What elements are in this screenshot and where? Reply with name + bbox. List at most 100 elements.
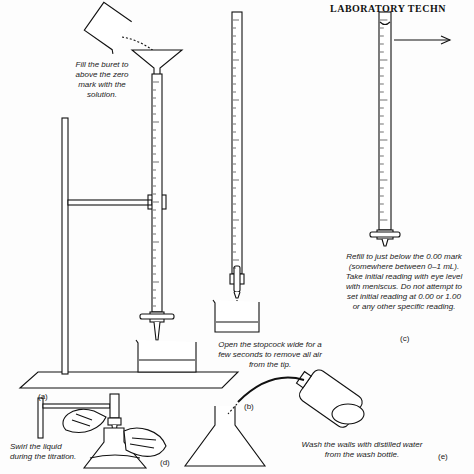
graduation-tick [380,20,387,21]
graduation-tick [153,82,159,83]
right-hand [124,428,166,456]
graduation-tick [380,156,384,157]
stopcock-handle [140,314,174,319]
stopcock-handle [370,232,400,237]
step-note: Open the stopcock wide for a few seconds… [215,340,325,370]
erlenmeyer-flask [185,406,265,466]
graduation-tick [153,266,156,267]
meniscus [380,22,390,25]
graduation-tick [233,108,236,109]
beaker [136,340,196,372]
step-letter: (e) [438,452,448,462]
graduation-tick [380,92,384,93]
step-letter: (a) [38,392,48,402]
graduation-tick [233,156,236,157]
buret-tip [234,292,240,298]
graduation-tick [233,124,236,125]
step-letter: (b) [244,402,254,412]
graduation-tick [153,274,156,275]
graduation-tick [233,76,236,77]
graduation-tick [233,244,236,245]
graduation-tick [153,202,159,203]
drawing-part [83,2,135,54]
graduation-tick [153,146,156,147]
graduation-tick [233,148,236,149]
graduation-tick [380,140,387,141]
graduation-tick [233,204,236,205]
graduation-tick [380,180,387,181]
graduation-tick [380,68,384,69]
graduation-tick [380,44,384,45]
graduation-tick [233,52,236,53]
graduation-tick [233,228,236,229]
graduation-tick [233,268,236,269]
graduation-tick [380,76,384,77]
graduation-tick [380,60,387,61]
graduation-tick [153,122,159,123]
buret [152,74,162,312]
stopcock [108,418,121,425]
graduation-tick [153,290,156,291]
graduation-tick [380,28,384,29]
wash-bottle [290,363,365,430]
left-hand [63,409,106,432]
finger-lines [130,438,156,448]
graduation-tick [153,218,156,219]
graduation-tick [153,258,156,259]
step-note: Refill to just below the 0.00 mark (some… [345,252,463,312]
flask-liquid [90,455,140,458]
graduation-tick [233,252,236,253]
graduation-tick [153,306,156,307]
graduation-tick [233,196,236,197]
graduation-tick [380,196,384,197]
graduation-tick [233,164,236,165]
graduation-tick [380,172,384,173]
graduation-tick [380,188,384,189]
graduation-tick [153,114,156,115]
graduation-tick [233,172,236,173]
buret [110,394,119,418]
buret-tip [154,322,160,340]
beaker-liquid [139,359,195,360]
graduation-tick [153,298,156,299]
step-letter: (d) [160,458,170,468]
graduation-tick [153,154,156,155]
graduation-tick [233,92,236,93]
graduation-tick [153,90,156,91]
step-letter: (c) [400,334,409,344]
graduation-tick [153,282,159,283]
graduation-tick [153,226,156,227]
graduation-tick [380,108,384,109]
clamp-arm [68,200,152,205]
graduation-tick [233,116,236,117]
graduation-tick [380,52,384,53]
graduation-tick [153,98,156,99]
graduation-tick [233,36,236,37]
graduation-tick [233,188,236,189]
step-note: Fill the buret to above the zero mark wi… [70,60,134,100]
stand-rod [38,398,43,438]
finger-lines [72,414,92,426]
graduation-tick [233,220,239,221]
graduation-tick [380,84,384,85]
graduation-tick [153,234,156,235]
graduation-tick [153,170,156,171]
graduation-tick [233,60,239,61]
graduation-tick [153,162,159,163]
buret-tip [382,239,388,246]
graduation-tick [233,132,236,133]
graduation-tick [233,100,239,101]
graduation-tick [153,242,159,243]
buret [232,12,242,274]
clamp-arm [43,404,110,408]
graduation-tick [233,260,239,261]
arrow-head [441,36,450,44]
graduation-tick [153,178,156,179]
graduation-tick [233,28,236,29]
graduation-tick [233,140,239,141]
pointer-arrow [394,39,450,40]
graduation-tick [380,124,384,125]
stand-base [20,372,238,388]
